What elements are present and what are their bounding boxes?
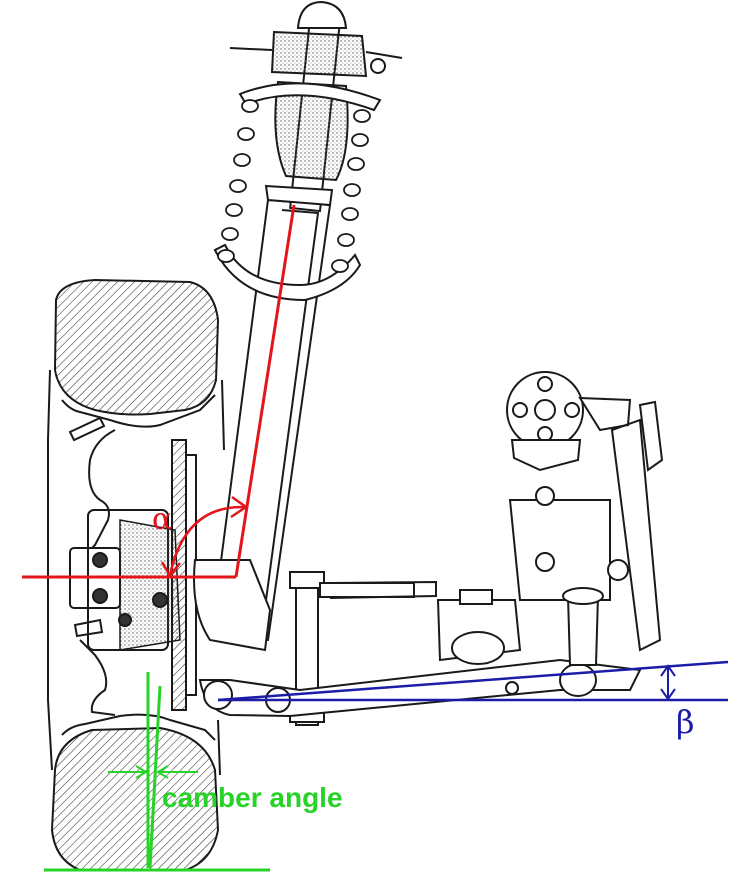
beta-label: β <box>676 703 695 741</box>
alpha-label: α <box>152 502 173 537</box>
tire-top-section <box>53 278 220 416</box>
camber-arrowhead-right <box>156 765 169 779</box>
control-arm-annotation <box>217 660 729 702</box>
strut <box>193 0 403 652</box>
alpha-angle-arc <box>168 505 246 576</box>
subframe <box>329 371 664 666</box>
camber-arrowhead-left <box>135 765 148 779</box>
tie-rod <box>289 571 415 726</box>
control-arm-line <box>217 660 729 702</box>
alpha-arrowhead-top <box>230 495 249 519</box>
kingpin-axis-line <box>234 204 296 578</box>
tire-bottom-section <box>50 726 220 871</box>
lower-arm <box>198 658 642 718</box>
wheel-rim <box>61 394 216 741</box>
beta-arrowhead-top <box>660 664 676 677</box>
alpha-arrowhead-bottom <box>160 561 181 579</box>
kingpin-annotation <box>22 204 296 579</box>
beta-arrowhead-bottom <box>660 688 676 701</box>
tire <box>47 278 225 871</box>
camber-angle-label: camber angle <box>162 782 343 813</box>
camber-tilted-line <box>148 685 162 869</box>
camber-annotation <box>44 672 270 872</box>
